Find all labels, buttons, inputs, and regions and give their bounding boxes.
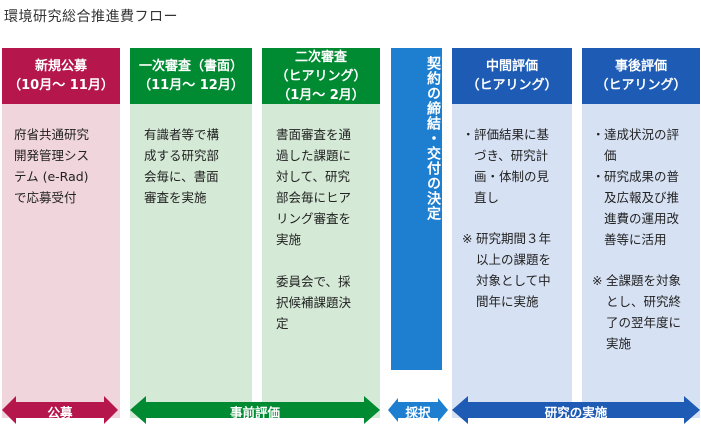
text-line: 有識者等で構 — [144, 127, 220, 142]
text-line: 及広報及び推 — [604, 190, 680, 205]
text-line: リング審査を — [276, 211, 352, 226]
page-title: 環境研究総合推進費フロー — [4, 9, 178, 25]
flow-arrow-icon — [572, 70, 580, 82]
stage-period: （1月〜 2月） — [277, 87, 365, 103]
paragraph: 書面審査を通 過した課題に 対して、研究 部会毎にヒア リング審査を 実施 — [276, 124, 372, 250]
flow-arrow-icon — [120, 70, 128, 82]
arrow-label-selection: 採択 — [405, 405, 431, 420]
note-item: ※ 全課題を対象 とし、研究終 了の翌年度に 実施 — [592, 270, 694, 354]
stage-title: 中間評価 — [485, 59, 538, 74]
bullet-mark: ・ — [462, 127, 475, 142]
arrow-call-icon — [2, 396, 118, 424]
bullet-item: ・ 評価結果に基 づき、研究計 画・体制の見 直し — [462, 124, 566, 208]
text-line: 書面審査を通 — [276, 127, 352, 142]
text-line: 了の翌年度に — [606, 315, 682, 330]
stage-description: ・ 評価結果に基 づき、研究計 画・体制の見 直し ※ 研究期間３年 以上の課題… — [452, 104, 572, 418]
text-line: 直し — [474, 190, 500, 205]
stage-header: 事後評価 （ヒアリング） — [582, 48, 700, 104]
text-line: 成する研究部 — [144, 148, 220, 163]
text-line: 開発管理シス — [14, 148, 90, 163]
text-line: 評価結果に基 — [474, 127, 550, 142]
stage-title: 新規公募 — [34, 59, 87, 74]
stage-header: 一次審査（書面） （11月〜 12月） — [130, 48, 252, 104]
text-line: 実施 — [276, 232, 302, 247]
arrow-label-implementation: 研究の実施 — [544, 405, 608, 420]
text-line: 達成状況の評 — [604, 127, 680, 142]
text-line: テム (e-Rad) — [14, 169, 89, 184]
text-line: 研究期間３年 — [476, 231, 552, 246]
note-mark: ※ — [592, 273, 603, 288]
arrow-pre-evaluation-icon — [130, 396, 380, 424]
bullet-mark: ・ — [592, 169, 605, 184]
text-line: 府省共通研究 — [14, 127, 90, 142]
text-line: 進費の運用改 — [604, 211, 680, 226]
stage-title: 事後評価 — [614, 59, 667, 74]
phase-arrows: 公募 事前評価 採択 研究の実施 — [0, 392, 701, 428]
text-line: 部会毎にヒア — [276, 190, 352, 205]
flow-arrow-icon — [381, 70, 389, 82]
note-item: ※ 研究期間３年 以上の課題を 対象として中 間年に実施 — [462, 228, 566, 312]
text-line: 善等に活用 — [604, 232, 667, 247]
phase-arrows-graphic — [2, 396, 700, 424]
text-line: 間年に実施 — [476, 294, 539, 309]
stage-subtitle: （ヒアリング） — [466, 78, 558, 93]
bullet-item: ・ 研究成果の普 及広報及び推 進費の運用改 善等に活用 — [592, 166, 694, 250]
text-line: とし、研究終 — [606, 294, 682, 309]
text-line: 研究成果の普 — [604, 169, 680, 184]
text-line: 以上の課題を — [476, 252, 552, 267]
stage-description: 書面審査を通 過した課題に 対して、研究 部会毎にヒア リング審査を 実施 委員… — [262, 104, 380, 418]
stage-header: 中間評価 （ヒアリング） — [452, 48, 572, 104]
stage-subtitle: （ヒアリング） — [275, 68, 367, 84]
text-line: 択候補課題決 — [276, 295, 352, 310]
stage-description: 府省共通研究 開発管理シス テム (e-Rad) で応募受付 — [2, 104, 120, 418]
flow-arrow-icon — [442, 70, 450, 82]
text-line: づき、研究計 — [474, 148, 549, 163]
arrow-label-pre-evaluation: 事前評価 — [229, 405, 280, 420]
text-line: 対象として中 — [476, 273, 551, 288]
bullet-mark: ・ — [592, 127, 605, 142]
text-line: 委員会で、採 — [276, 274, 351, 289]
stage-subtitle: （ヒアリング） — [595, 78, 687, 93]
text-line: 全課題を対象 — [606, 273, 682, 288]
text-line: 会毎に、書面 — [144, 169, 219, 184]
text-line: で応募受付 — [14, 190, 77, 205]
stage-period: （10月〜 11月） — [8, 78, 114, 93]
paragraph: 委員会で、採 択候補課題決 定 — [276, 271, 372, 334]
stage-description: 有識者等で構 成する研究部 会毎に、書面 審査を実施 — [130, 104, 252, 418]
text-line: 定 — [276, 316, 289, 331]
bullet-item: ・ 達成状況の評 価 — [592, 124, 694, 166]
text-line: 実施 — [606, 336, 632, 351]
stage-period: （11月〜 12月） — [138, 78, 244, 93]
text-line: 画・体制の見 — [474, 169, 550, 184]
stage-header: 新規公募 （10月〜 11月） — [2, 48, 120, 104]
text-line: 価 — [604, 148, 617, 163]
text-line: 対して、研究 — [276, 169, 351, 184]
stage-title: 二次審査 — [294, 49, 347, 65]
stage-header: 二次審査 （ヒアリング） （1月〜 2月） — [262, 48, 380, 104]
note-mark: ※ — [462, 231, 473, 246]
stage-contract: 契約の締結・交付の決定 — [391, 48, 442, 370]
arrow-label-call: 公募 — [47, 405, 73, 420]
arrow-selection-icon — [388, 398, 448, 422]
text-line: 審査を実施 — [144, 190, 207, 205]
flow-arrow-icon — [252, 70, 260, 82]
arrow-implementation-icon — [452, 396, 700, 424]
stage-title-vertical: 契約の締結・交付の決定 — [425, 56, 441, 221]
text-line: 過した課題に — [276, 148, 352, 163]
stage-description: ・ 達成状況の評 価 ・ 研究成果の普 及広報及び推 進費の運用改 善等に活用 … — [582, 104, 700, 418]
stage-title: 一次審査（書面） — [138, 59, 243, 74]
